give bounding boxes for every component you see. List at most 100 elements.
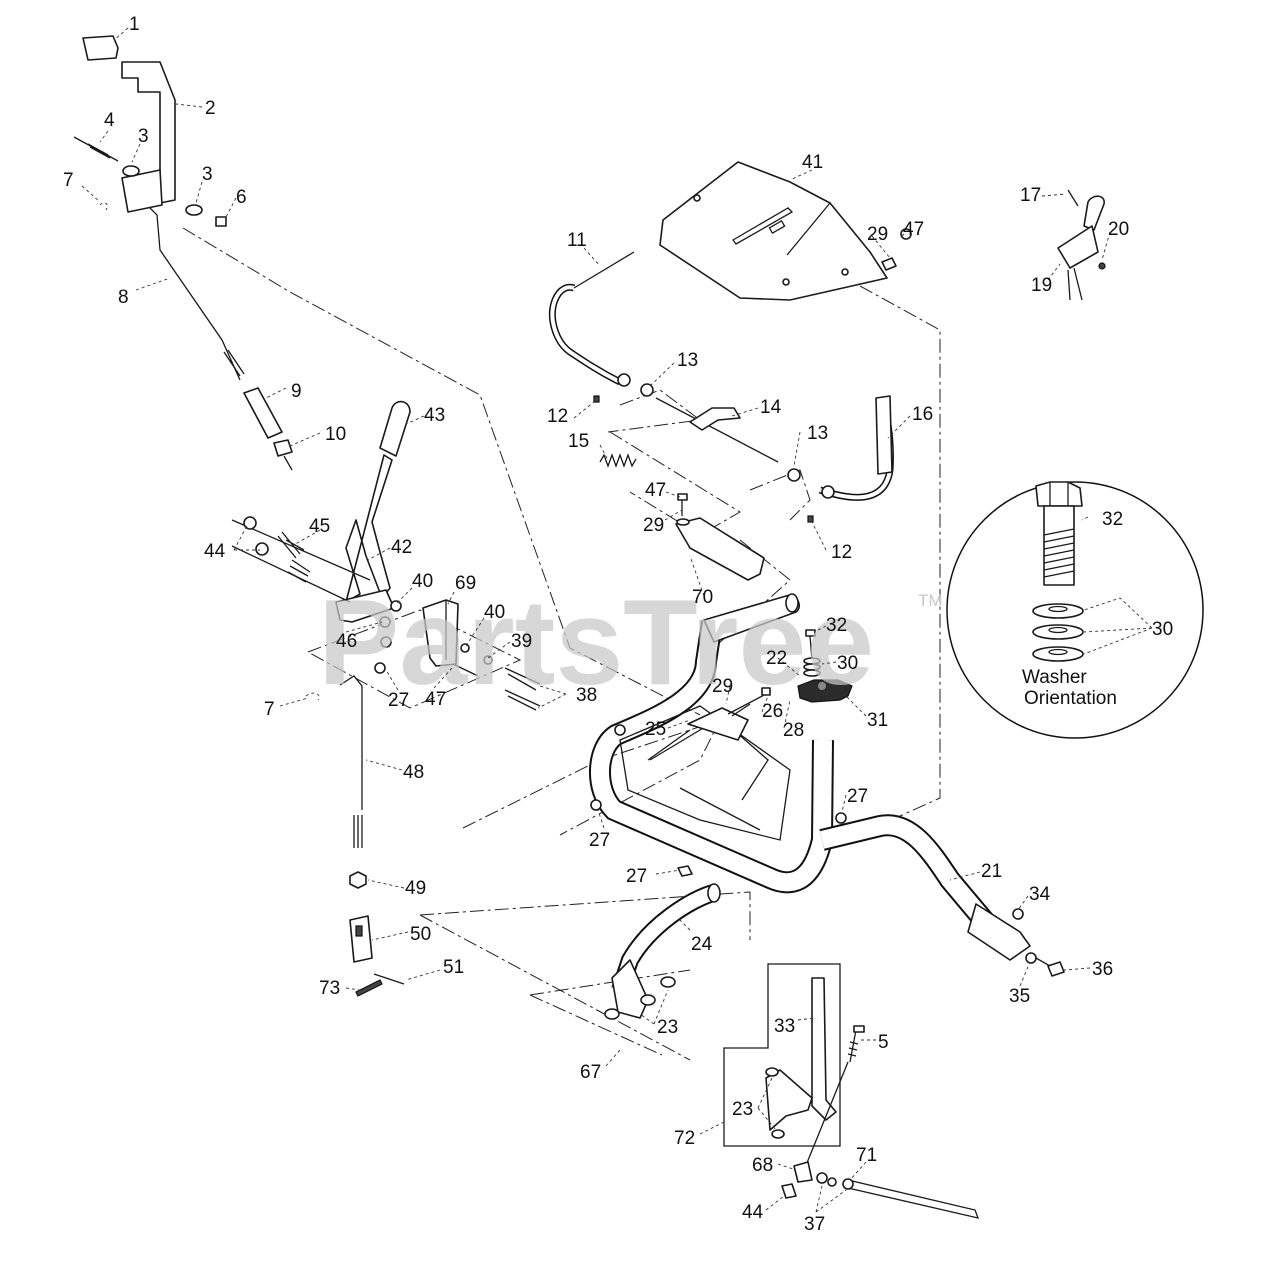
callout: 1	[129, 14, 140, 35]
watermark-brand: PartsTree	[318, 574, 874, 710]
callout: 72	[674, 1128, 695, 1149]
cap-screw	[900, 228, 912, 240]
washer	[827, 1177, 837, 1187]
callout: 36	[1092, 959, 1113, 980]
brake-rod	[149, 207, 241, 381]
callout: 50	[410, 924, 431, 945]
washer	[374, 662, 386, 674]
callout: 67	[580, 1062, 601, 1083]
crossmember	[687, 707, 749, 741]
pedal-arm	[611, 959, 649, 1019]
washer	[816, 1172, 828, 1184]
callout: 41	[802, 152, 823, 173]
callout: 44	[204, 541, 226, 562]
inset-caption-line1: Washer	[1022, 667, 1087, 688]
callout: 69	[455, 573, 476, 594]
nut	[677, 865, 693, 877]
lever-grip	[379, 400, 411, 457]
lever-yoke	[765, 1069, 813, 1131]
callout: 47	[645, 480, 666, 501]
frame-fasteners	[590, 799, 1065, 977]
callout: 3	[202, 164, 213, 185]
control-rod-assembly	[305, 675, 405, 997]
frame-end-bracket	[967, 903, 1031, 961]
spring	[287, 559, 311, 583]
spring	[599, 453, 637, 468]
panel-hole	[693, 194, 701, 202]
washer	[380, 636, 392, 648]
cable-grip	[875, 395, 893, 475]
callout: 5	[878, 1032, 889, 1053]
callout: 23	[657, 1017, 678, 1038]
washer	[1012, 908, 1024, 920]
callout: 31	[867, 710, 888, 731]
switch-bracket	[1057, 225, 1099, 269]
bushing	[765, 1067, 779, 1077]
ball-joint	[640, 383, 654, 397]
cable-end	[573, 251, 635, 289]
inset-frame	[723, 963, 841, 1147]
callout: 13	[807, 423, 828, 444]
callout: 71	[856, 1145, 877, 1166]
linkage-rod	[655, 397, 779, 463]
callout: 33	[774, 1016, 795, 1037]
choke-cable	[818, 395, 894, 501]
callout: 45	[309, 516, 330, 537]
callout: 29	[712, 676, 733, 697]
mount-bracket	[675, 493, 765, 581]
callout: 70	[692, 587, 713, 608]
callout: 48	[403, 762, 424, 783]
callout: 7	[264, 699, 275, 720]
callout: 49	[405, 878, 426, 899]
rod-tip	[283, 455, 293, 471]
control-rod	[339, 675, 363, 810]
pivot-bracket	[422, 599, 541, 711]
callout: 14	[760, 397, 782, 418]
brake-rod-thread	[223, 349, 245, 377]
washer	[390, 600, 402, 612]
callout: 10	[325, 424, 346, 445]
callout: 68	[752, 1155, 773, 1176]
callout: 39	[511, 631, 532, 652]
callout: 27	[589, 830, 610, 851]
callout: 29	[867, 224, 888, 245]
nut	[590, 799, 602, 811]
bolt	[452, 663, 479, 677]
hairpin-clip	[99, 202, 108, 211]
callout: 11	[567, 230, 587, 251]
callout: 3	[138, 126, 149, 147]
knob-body	[797, 679, 853, 703]
panel-slot	[732, 207, 794, 245]
callout: 27	[388, 690, 409, 711]
callout: 35	[1009, 986, 1030, 1007]
callout: 12	[831, 542, 852, 563]
washer	[842, 1178, 854, 1190]
lever-plate	[335, 589, 395, 623]
bolt	[504, 667, 541, 691]
callout: 34	[1029, 884, 1051, 905]
bracket-bolt	[727, 693, 767, 715]
callout: 40	[484, 602, 505, 623]
callout: 51	[443, 957, 464, 978]
callout: 9	[291, 381, 302, 402]
callout: 15	[568, 431, 589, 452]
callout: 2	[205, 98, 216, 119]
tension-knob-assembly	[797, 629, 853, 703]
nut	[243, 516, 257, 530]
cable	[548, 283, 622, 386]
main-frame	[589, 593, 1031, 961]
callout: 13	[677, 350, 698, 371]
bushing	[640, 994, 656, 1006]
callout: 37	[804, 1214, 825, 1235]
ignition-switch-assembly	[1057, 189, 1106, 301]
bracket-plate	[675, 517, 765, 581]
leader-lines	[81, 27, 1153, 1213]
callout: 24	[691, 934, 713, 955]
bolt-head	[853, 1025, 865, 1033]
washer	[379, 616, 391, 628]
washer	[676, 518, 690, 526]
callout: 32	[1102, 509, 1123, 530]
cotter-pin	[355, 979, 383, 997]
jam-nut	[273, 439, 293, 457]
callout: 30	[1152, 619, 1173, 640]
